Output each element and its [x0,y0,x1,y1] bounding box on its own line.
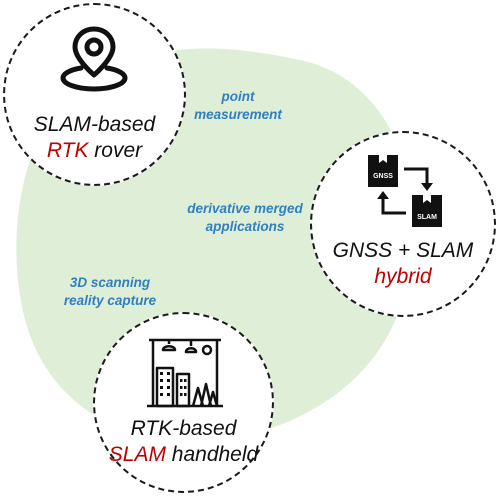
city-scan-icon [147,338,223,408]
map-pin-icon [60,26,128,92]
label-scanning-line2: reality capture [63,293,157,308]
node-handheld-line1: RTK-based [130,417,237,440]
node-handheld-line2: SLAM handheld [95,442,272,468]
label-derivative-line2: applications [205,219,285,234]
label-derivative-applications: derivative merged applications [160,200,330,236]
node-slam-rover: SLAM-based RTK rover [3,3,186,186]
label-scanning-line1: 3D scanning [69,275,151,290]
gnss-box [368,155,398,187]
node-hybrid-line1: GNSS + SLAM [332,239,474,262]
slam-box-text: SLAM [417,214,437,221]
node-handheld: RTK-based SLAM handheld [93,312,274,493]
node-hybrid-line2: hybrid [374,265,432,288]
label-point-measurement: point measurement [178,88,298,124]
node-hybrid: GNSS SLAM GNSS + SLAM hybrid [310,131,496,317]
node-handheld-handheld: handheld [165,443,259,466]
label-point-line1: point [221,89,255,104]
node-slam-rover-line2: RTK rover [5,138,184,164]
node-handheld-slam: SLAM [108,443,166,466]
node-slam-rover-rover: rover [88,139,143,162]
label-3d-scanning: 3D scanning reality capture [40,274,180,310]
gnss-box-text: GNSS [373,173,393,180]
slam-box [412,195,442,227]
node-slam-rover-line1: SLAM-based [33,113,156,136]
node-slam-rover-rtk: RTK [46,139,89,162]
label-point-line2: measurement [194,107,282,122]
gnss-slam-cycle-icon: GNSS SLAM [368,155,442,227]
label-derivative-line1: derivative merged [187,201,303,216]
